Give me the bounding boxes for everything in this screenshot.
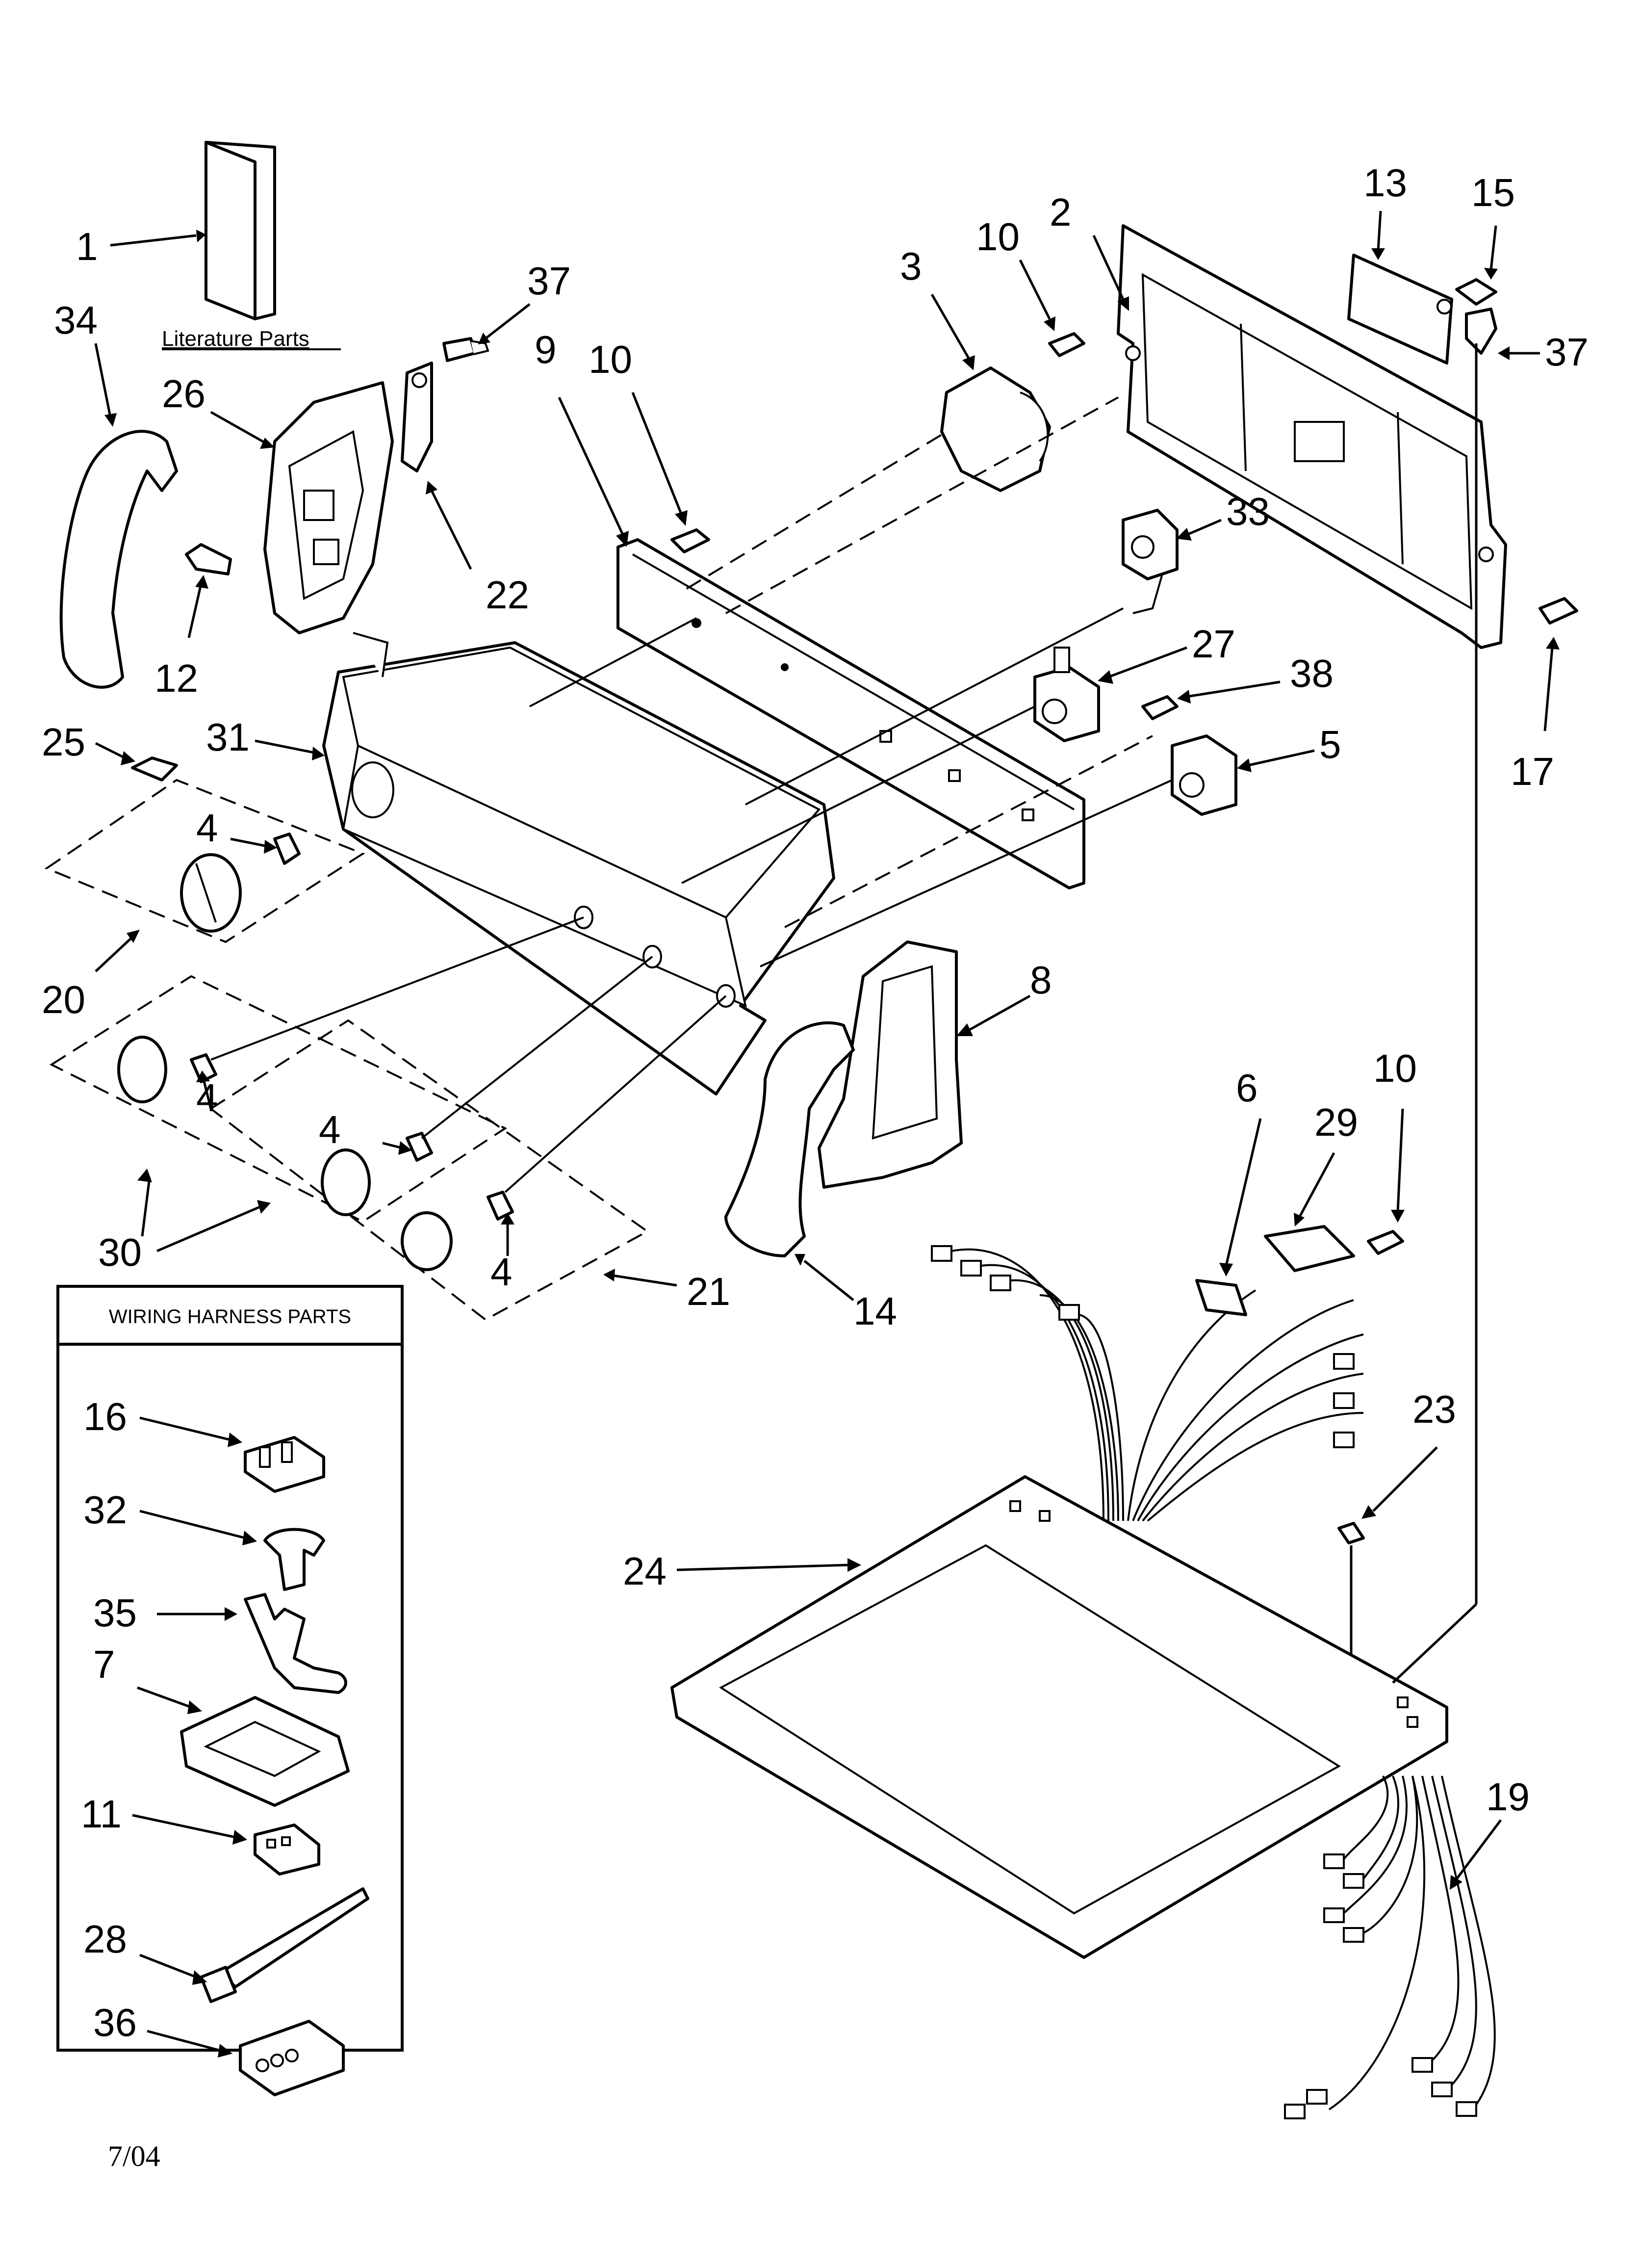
callout-8: 8 <box>1030 958 1052 1002</box>
callout-37-left: 37 <box>527 259 571 303</box>
screw-12 <box>185 543 232 638</box>
callout-21: 21 <box>687 1270 730 1313</box>
top-panel <box>670 1475 1477 1959</box>
callout-38: 38 <box>1290 652 1334 695</box>
callout-26: 26 <box>162 372 205 416</box>
end-cap-bracket-right <box>818 940 1031 1189</box>
callout-1: 1 <box>76 225 98 268</box>
callout-10-top-left: 10 <box>589 338 632 381</box>
clip-32 <box>139 1510 325 1591</box>
callout-3: 3 <box>900 244 922 288</box>
clip-23 <box>1337 1446 1438 1544</box>
wiring-harness-parts-title: WIRING HARNESS PARTS <box>109 1306 351 1328</box>
wiring-harness-lower <box>1284 1775 1502 2119</box>
screw-10-right <box>1367 1108 1405 1255</box>
callout-25: 25 <box>42 720 85 764</box>
callout-36: 36 <box>93 2001 137 2044</box>
terminal-block-6 <box>1195 1118 1262 1316</box>
control-mounting-bracket <box>558 396 1085 889</box>
console-panel <box>255 632 835 1095</box>
connector-16 <box>139 1416 325 1493</box>
literature-booklet <box>110 141 276 320</box>
screw-38 <box>1141 680 1281 720</box>
end-cap-handle-left <box>59 343 178 689</box>
knob-group-20 <box>44 779 365 972</box>
callout-2: 2 <box>1050 190 1072 234</box>
callout-24: 24 <box>623 1549 667 1593</box>
screw-15 <box>1455 225 1498 306</box>
callout-15: 15 <box>1471 171 1515 214</box>
end-cap-bracket-left <box>210 381 394 634</box>
lever-22 <box>401 362 472 570</box>
callout-4-bottom: 4 <box>490 1250 513 1294</box>
connector-11 <box>132 1814 320 1876</box>
literature-parts-label: Literature Parts <box>162 327 309 351</box>
wiring-harness-upper <box>931 1245 1364 1522</box>
screw-37-left <box>442 303 531 362</box>
callout-12: 12 <box>154 656 198 700</box>
callout-35: 35 <box>93 1591 137 1635</box>
callout-29: 29 <box>1314 1100 1358 1144</box>
callout-37-right: 37 <box>1545 330 1589 374</box>
screw-10-left <box>631 392 710 553</box>
callout-19: 19 <box>1486 1775 1530 1819</box>
callout-30: 30 <box>98 1230 142 1274</box>
wiring-harness-parts-box <box>56 1285 404 2052</box>
connector-7 <box>137 1686 350 1807</box>
callout-31: 31 <box>206 715 250 759</box>
callout-4-top: 4 <box>196 806 218 850</box>
switch-5 <box>1171 734 1315 816</box>
screw-17 <box>1539 597 1578 731</box>
callout-10-top: 10 <box>976 215 1020 259</box>
callout-4-mid: 4 <box>196 1076 218 1120</box>
screw-25 <box>95 742 178 782</box>
date-code: 7/04 <box>108 2140 160 2172</box>
wiring-label-29 <box>1264 1152 1355 1272</box>
callout-10-right: 10 <box>1373 1046 1417 1090</box>
cable-tie-28 <box>139 1887 369 2003</box>
callout-7: 7 <box>93 1642 115 1686</box>
terminal-35 <box>157 1593 347 1694</box>
callout-5: 5 <box>1319 723 1341 766</box>
callout-9: 9 <box>535 328 557 371</box>
callout-16: 16 <box>83 1395 127 1438</box>
end-cap-handle-right <box>724 1021 855 1301</box>
timer-3 <box>930 293 1051 492</box>
switch-33 <box>1122 509 1222 614</box>
callout-22: 22 <box>486 573 529 617</box>
connector-36 <box>147 2020 345 2096</box>
callout-4-lower: 4 <box>319 1108 341 1151</box>
knob-group-30 <box>49 916 727 1321</box>
callout-11: 11 <box>81 1792 122 1836</box>
callout-13: 13 <box>1363 161 1407 205</box>
callout-32: 32 <box>83 1488 127 1532</box>
cover-plate-13 <box>1347 210 1453 365</box>
callout-6: 6 <box>1236 1066 1258 1110</box>
callout-20: 20 <box>42 978 85 1021</box>
screw-10-top <box>1019 259 1085 357</box>
callout-33: 33 <box>1226 490 1270 533</box>
callout-23: 23 <box>1412 1387 1456 1431</box>
callout-14: 14 <box>853 1289 897 1333</box>
switch-27 <box>1033 646 1187 742</box>
screw-37-right <box>1465 308 1540 360</box>
rear-control-panel <box>1092 224 1507 649</box>
callout-27: 27 <box>1192 622 1235 666</box>
callout-34: 34 <box>54 298 98 342</box>
callout-17: 17 <box>1511 750 1554 793</box>
callout-28: 28 <box>83 1917 127 1961</box>
